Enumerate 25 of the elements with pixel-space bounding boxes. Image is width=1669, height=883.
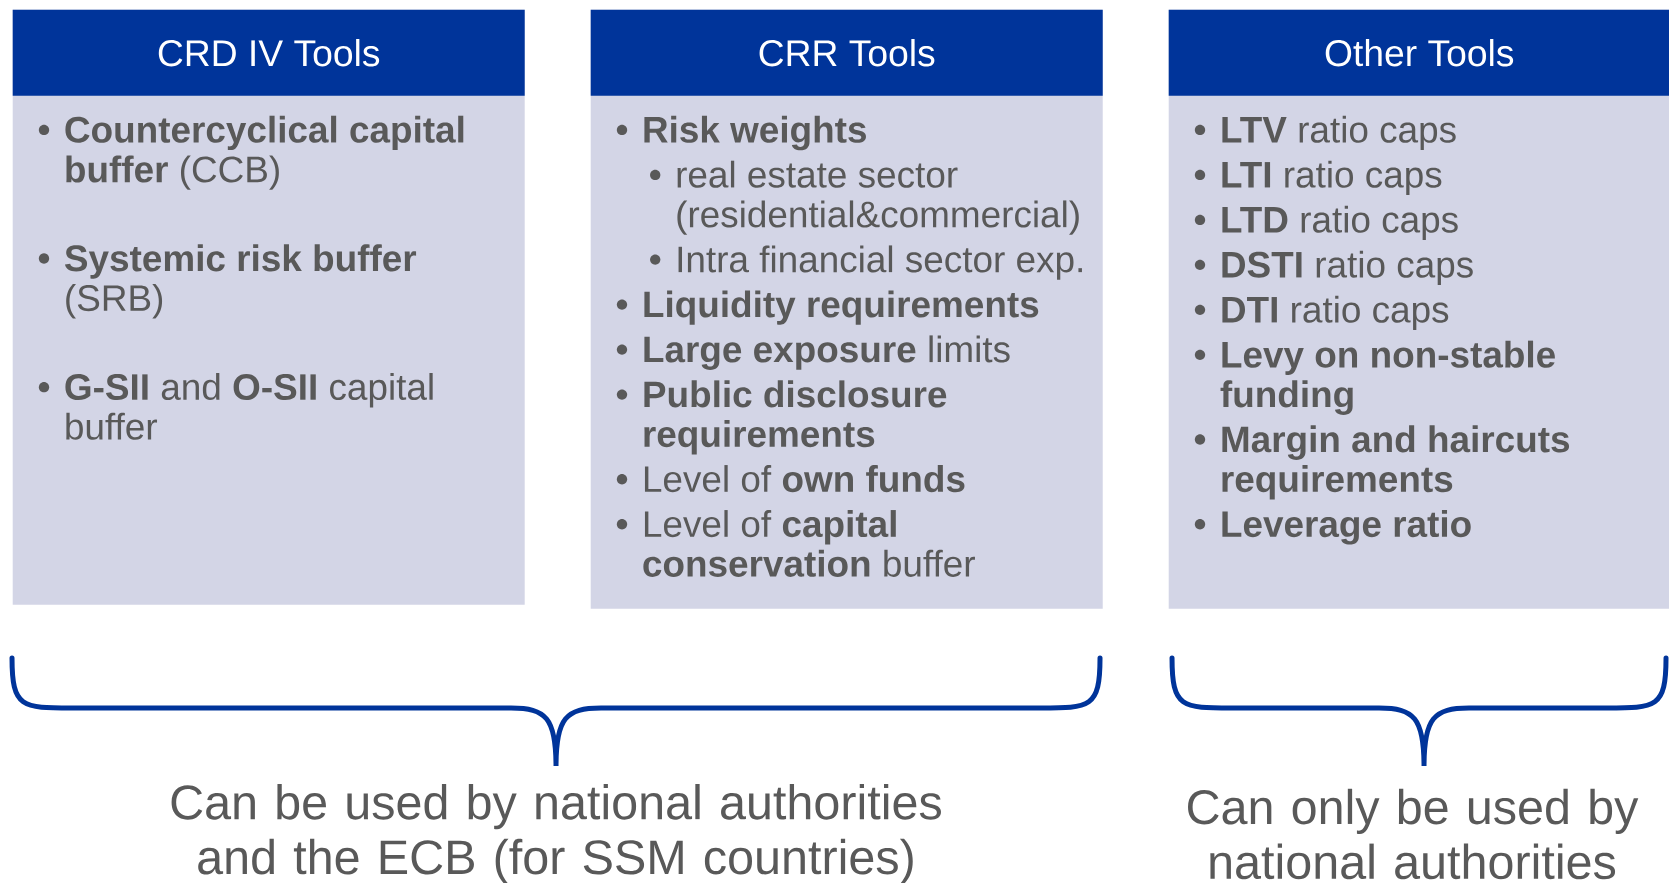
bullet-item: Countercyclical capital buffer (CCB) <box>38 115 464 190</box>
bullet-item: Systemic risk buffer (SRB) <box>38 244 417 319</box>
bullet-item: G-SII and O-SII capital buffer <box>38 373 433 440</box>
bullet-item: DSTI ratio caps <box>1194 250 1473 286</box>
bullet-item: LTV ratio caps <box>1194 115 1456 151</box>
panel-header: CRD IV Tools <box>12 9 525 96</box>
bullet-item: Level of own funds <box>616 465 965 493</box>
panel-header: Other Tools <box>1168 9 1669 96</box>
bullet-item: Level of capital conservation buffer <box>616 510 975 577</box>
bullet-item: Levy on non-stable funding <box>1194 340 1555 415</box>
tool-panel <box>1168 9 1669 609</box>
panel-header: CRR Tools <box>590 9 1103 96</box>
bullet-item: real estate sector (residential&commercial) <box>650 160 1079 235</box>
bullet-item: Intra financial sector exp. <box>650 245 1082 280</box>
bullet-item: DTI ratio caps <box>1194 295 1449 331</box>
bullet-item: Risk weights <box>616 115 866 151</box>
bullet-item: Margin and haircuts requirements <box>1194 425 1570 500</box>
bullet-item: Large exposure limits <box>616 335 1010 370</box>
bullet-item: LTD ratio caps <box>1194 205 1458 241</box>
bullet-item: LTI ratio caps <box>1194 160 1442 196</box>
tool-panel <box>12 9 525 605</box>
tool-panel <box>590 9 1103 609</box>
bullet-item: Liquidity requirements <box>616 290 1039 325</box>
caption-text: Can only be used by national authorities <box>1188 788 1639 880</box>
bullet-item: Leverage ratio <box>1194 510 1471 545</box>
